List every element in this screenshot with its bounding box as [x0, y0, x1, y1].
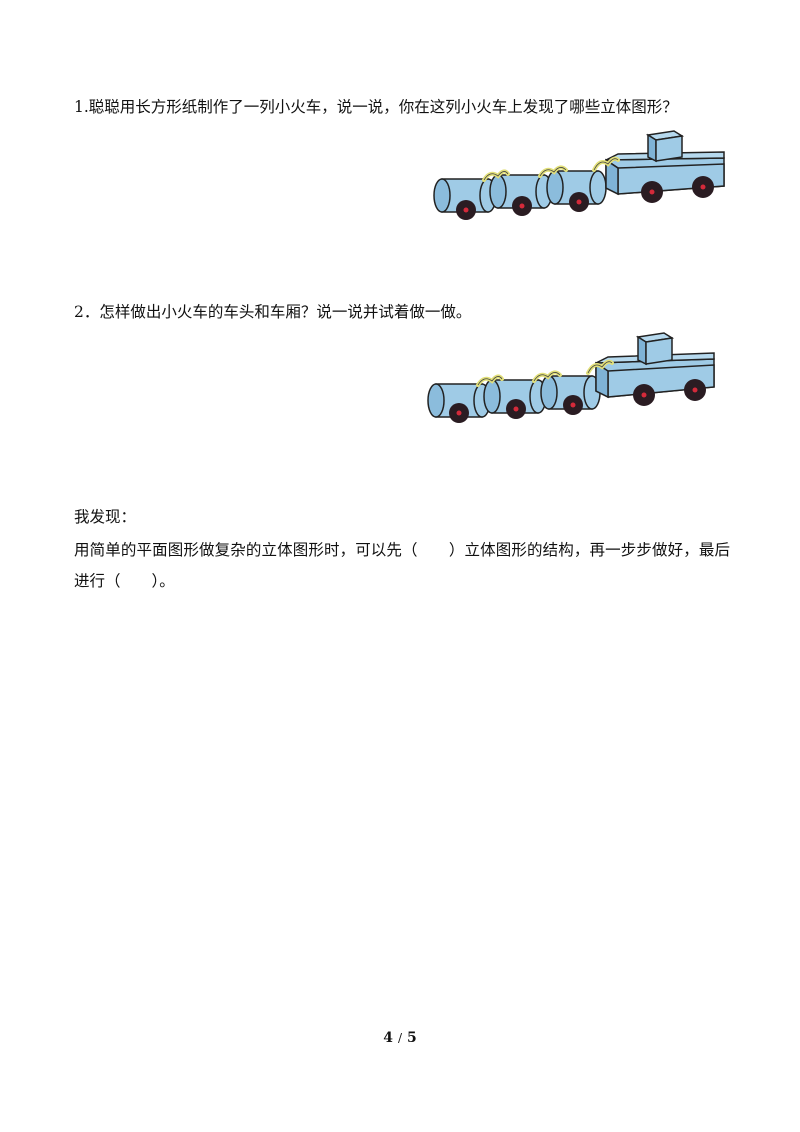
- finding-text: 用简单的平面图形做复杂的立体图形时，可以先（ ）立体图形的结构，再一步步做好，最…: [74, 541, 730, 590]
- question-1-text: 1.聪聪用长方形纸制作了一列小火车，说一说，你在这列小火车上发现了哪些立体图形？: [74, 98, 678, 116]
- page-separator: /: [397, 1031, 403, 1045]
- page-current: 4: [383, 1030, 393, 1046]
- train-carriage-cylinder: [427, 383, 491, 418]
- page-number: 4 / 5: [0, 1030, 800, 1046]
- train-coupler-outline: [477, 361, 613, 386]
- paper-train-illustration-2: [427, 332, 715, 423]
- train-coupler-outline: [483, 158, 619, 181]
- finding-heading: 我发现：: [74, 508, 137, 526]
- paper-train-illustration-1: [433, 130, 725, 220]
- train-carriage-cylinder: [546, 170, 607, 205]
- train-wheels: [449, 379, 706, 423]
- train-wheels: [456, 176, 714, 220]
- question-2-text: 2．怎样做出小火车的车头和车厢？说一说并试着做一做。: [74, 303, 472, 321]
- locomotive-cab-cube: [645, 130, 685, 163]
- page-total: 5: [407, 1030, 417, 1046]
- locomotive-cab-cube: [635, 332, 675, 366]
